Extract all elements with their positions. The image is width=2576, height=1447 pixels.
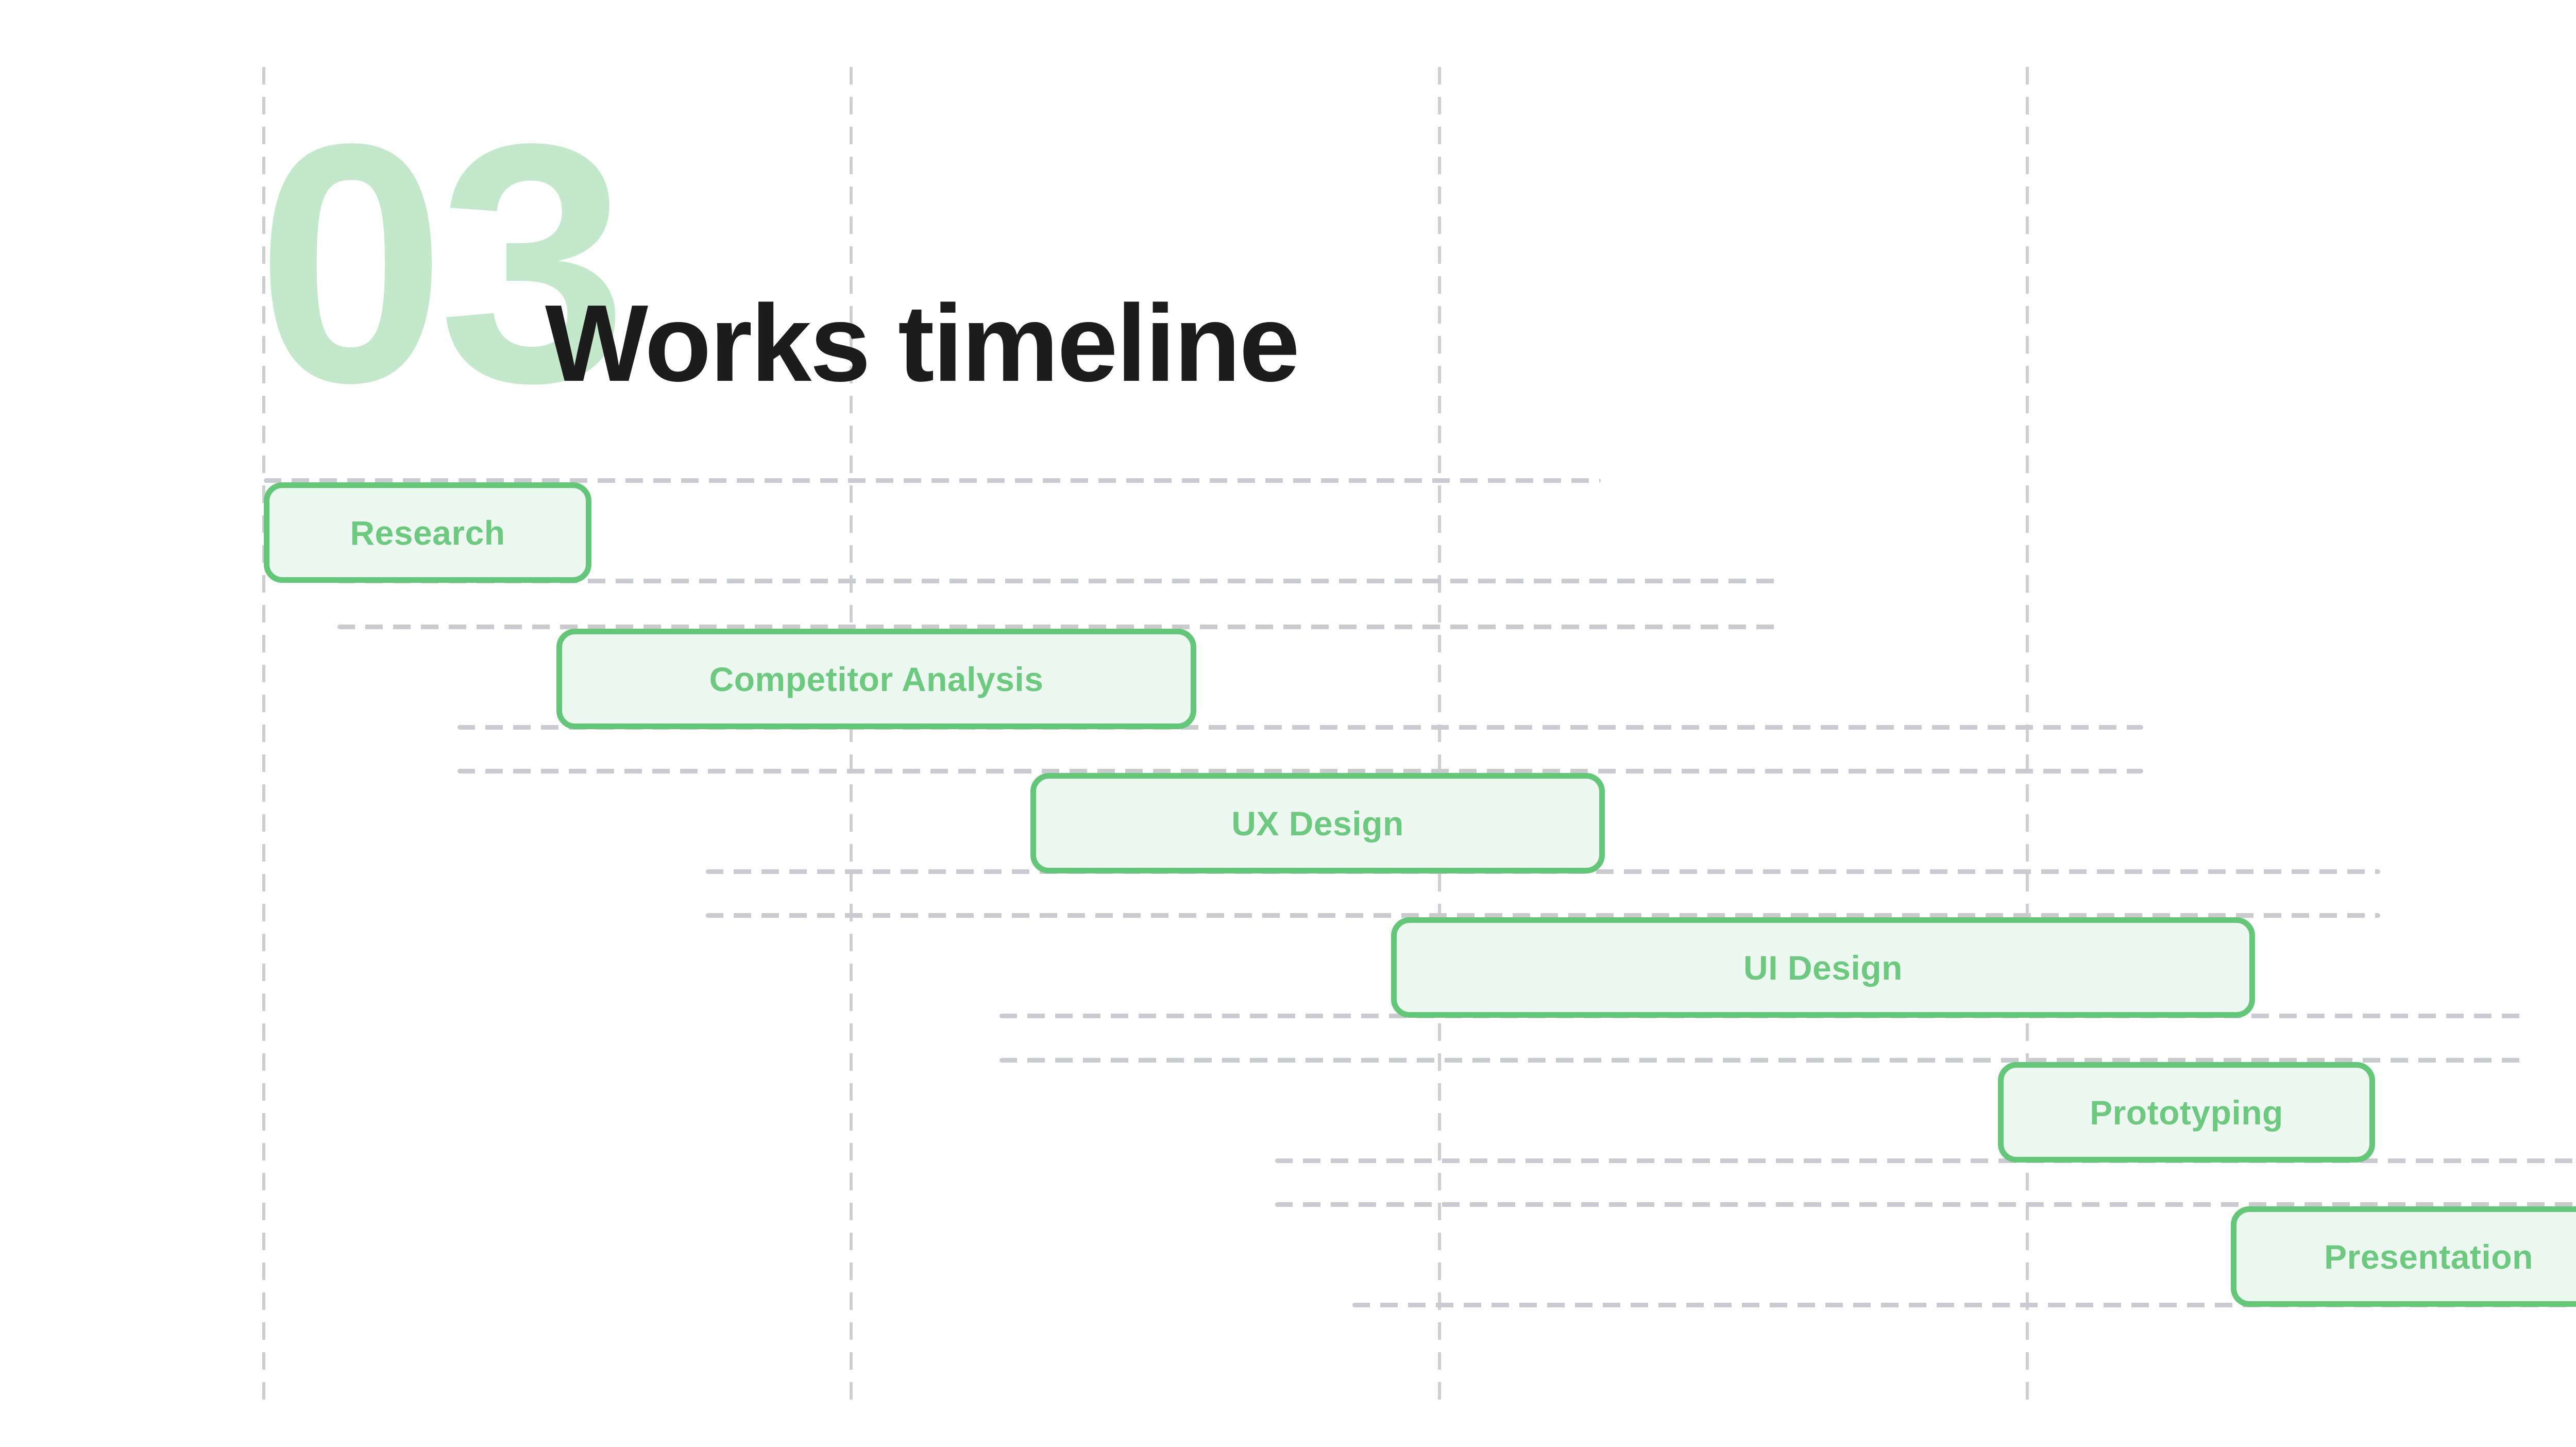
task-bar-label: Research <box>350 513 505 552</box>
row-guide-line-6 <box>706 913 2380 918</box>
row-guide-line-9 <box>1275 1158 2576 1163</box>
task-bar-ux-design[interactable]: UX Design <box>1030 773 1605 873</box>
row-guide-line-3 <box>457 725 2143 730</box>
row-guide-line-8 <box>999 1058 2524 1063</box>
task-bar-label: Competitor Analysis <box>709 660 1044 698</box>
row-guide-line-4 <box>457 769 2143 773</box>
task-bar-research[interactable]: Research <box>264 482 591 583</box>
grid-vline-2 <box>1438 67 1441 1407</box>
task-bar-label: Presentation <box>2324 1237 2533 1276</box>
grid-vline-3 <box>2026 67 2029 1407</box>
task-bar-prototyping[interactable]: Prototyping <box>1998 1062 2375 1163</box>
task-bar-label: Prototyping <box>2090 1093 2283 1132</box>
row-guide-line-0 <box>264 478 1601 483</box>
row-guide-line-11 <box>1352 1303 2576 1307</box>
row-guide-line-1 <box>337 579 1781 583</box>
row-guide-line-10 <box>1275 1202 2576 1207</box>
task-bar-ui-design[interactable]: UI Design <box>1391 917 2255 1018</box>
task-bar-competitor-analysis[interactable]: Competitor Analysis <box>556 629 1196 729</box>
task-bar-label: UI Design <box>1743 948 1903 987</box>
section-number: 03 <box>257 73 628 453</box>
grid-vline-0 <box>262 67 265 1407</box>
task-bar-presentation[interactable]: Presentation <box>2231 1206 2576 1307</box>
page-title: Works timeline <box>545 282 1300 404</box>
row-guide-line-2 <box>337 625 1781 629</box>
task-bar-label: UX Design <box>1231 804 1404 843</box>
grid-vline-1 <box>850 67 853 1407</box>
